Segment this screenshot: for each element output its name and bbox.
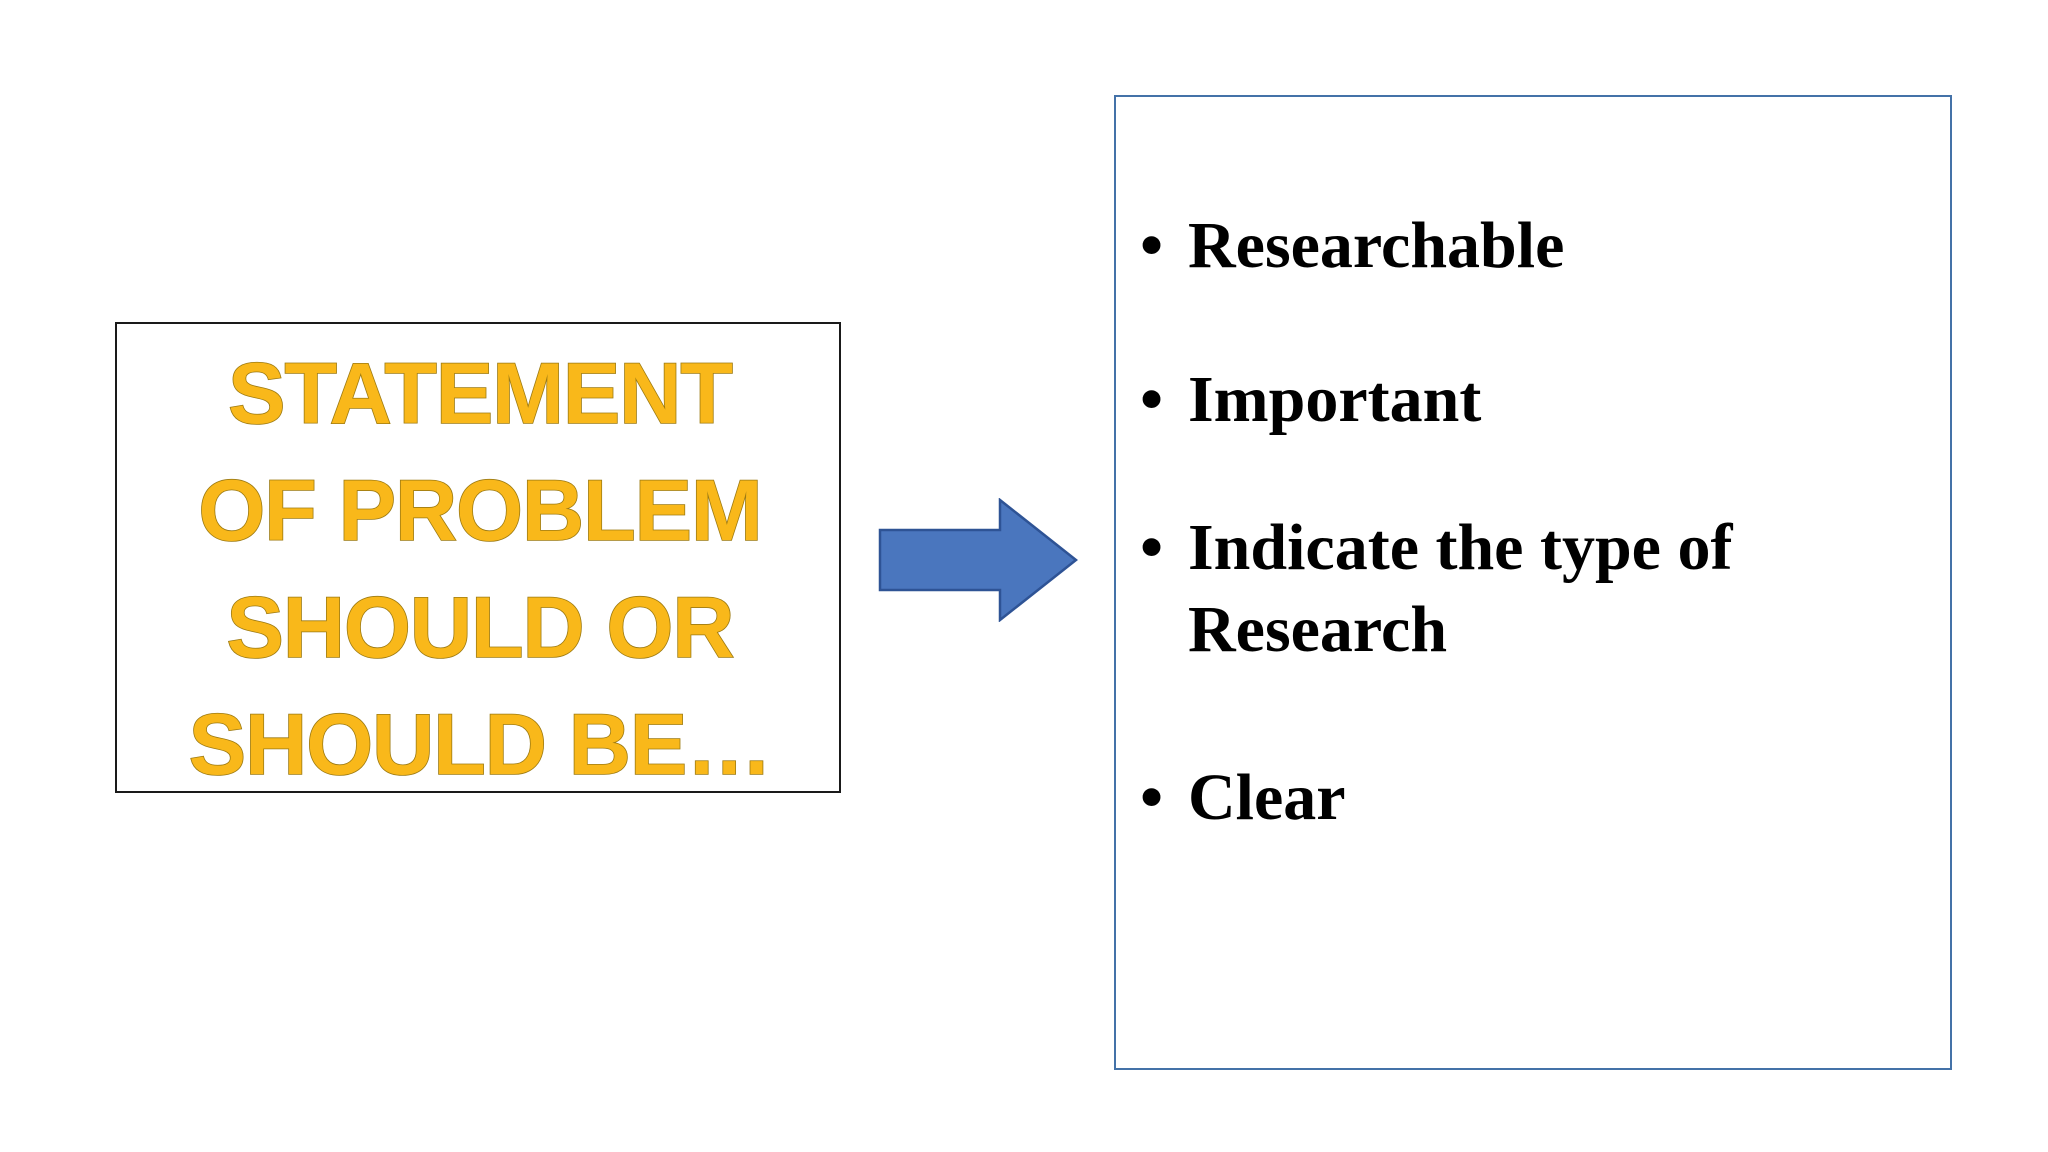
- list-item: • Researchable: [1134, 205, 1934, 287]
- statement-of-problem-box: STATEMENT OF PROBLEM SHOULD OR SHOULD BE…: [115, 322, 841, 794]
- criteria-box: • Researchable • Important • Indicate th…: [1114, 95, 1952, 1070]
- bullet-icon: •: [1140, 363, 1164, 436]
- statement-line-2: OF PROBLEM: [198, 462, 764, 560]
- list-item-label: Indicate the type of Research: [1188, 511, 1733, 666]
- bullet-icon: •: [1140, 511, 1164, 584]
- list-item-label: Clear: [1188, 761, 1346, 834]
- statement-line-1: STATEMENT: [227, 345, 733, 443]
- bullet-icon: •: [1140, 209, 1164, 282]
- right-arrow-shape: [878, 498, 1078, 622]
- list-item-label: Important: [1188, 363, 1482, 436]
- list-item: • Clear: [1134, 757, 1934, 839]
- list-item: • Important: [1134, 359, 1934, 441]
- statement-of-problem-text: STATEMENT OF PROBLEM SHOULD OR SHOULD BE…: [111, 336, 849, 804]
- bullet-icon: •: [1140, 761, 1164, 834]
- right-arrow-icon: [878, 498, 1078, 622]
- statement-line-3: SHOULD OR: [226, 579, 736, 677]
- statement-line-4: SHOULD BE…: [188, 696, 773, 794]
- criteria-list: • Researchable • Important • Indicate th…: [1134, 137, 1934, 839]
- list-item: • Indicate the type of Research: [1134, 507, 1934, 671]
- list-item-label: Researchable: [1188, 209, 1565, 282]
